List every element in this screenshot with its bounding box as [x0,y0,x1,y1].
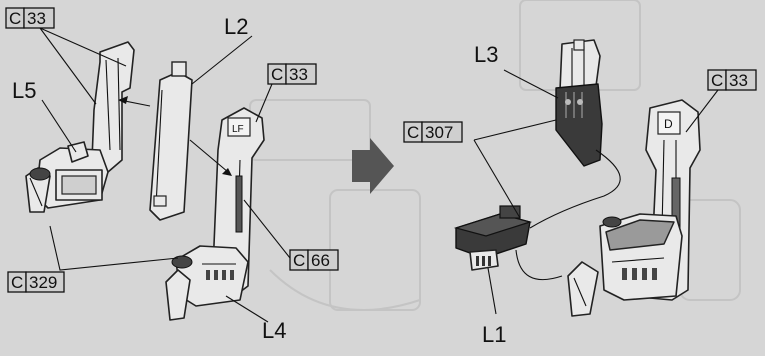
cable-line [529,149,621,229]
svg-text:C: C [11,273,23,292]
svg-text:C: C [9,9,21,28]
label-c33-mid: C 33 [267,63,317,85]
leader-l1 [487,267,497,315]
step-arrow-icon [352,138,394,194]
leader-l5 [41,99,77,153]
label-l3: L3 [474,42,498,67]
cable-line-2 [515,249,563,281]
seat-assembled [567,99,701,317]
leader-l2 [191,35,253,85]
svg-text:329: 329 [29,273,57,292]
leader-c33-right [685,89,719,133]
svg-text:33: 33 [27,9,46,28]
label-l5: L5 [12,78,36,103]
seat-part-l5 [25,41,135,213]
leader-c66 [243,199,291,259]
headrest-part-l3 [555,39,603,167]
block-part-l1 [453,205,533,271]
label-c329: C 329 [7,271,65,293]
svg-text:C: C [293,251,305,270]
guide-line-l2-l4 [189,139,229,173]
guide-arrowhead-icon [118,96,128,104]
svg-text:307: 307 [425,123,453,142]
label-l1: L1 [482,322,506,347]
label-c33-top: C 33 [5,7,55,29]
leader-c307-a [473,139,521,219]
leader-l3 [503,69,559,99]
label-l4: L4 [262,318,286,343]
label-c307: C 307 [403,121,463,143]
svg-text:33: 33 [729,71,748,90]
svg-text:C: C [271,65,283,84]
guide-arrowhead-icon [222,168,232,176]
svg-text:33: 33 [289,65,308,84]
leader-c33-top [39,27,127,67]
svg-text:C: C [407,123,419,142]
leader-c307-b [473,119,557,141]
svg-text:C: C [711,71,723,90]
svg-text:66: 66 [311,251,330,270]
seat-mark-right: D [664,117,673,131]
seat-mark-left: LF [232,124,244,135]
label-c33-right: C 33 [707,69,757,91]
seat-part-l4 [165,107,265,321]
label-l2: L2 [224,14,248,39]
leader-c33-mid [255,83,273,123]
background-ghost [249,0,741,311]
panel-part-l2 [149,61,193,221]
label-c66: C 66 [289,249,339,271]
leader-c329 [49,225,179,271]
leader-c33-top-2 [39,27,97,105]
leader-l4 [225,295,269,323]
